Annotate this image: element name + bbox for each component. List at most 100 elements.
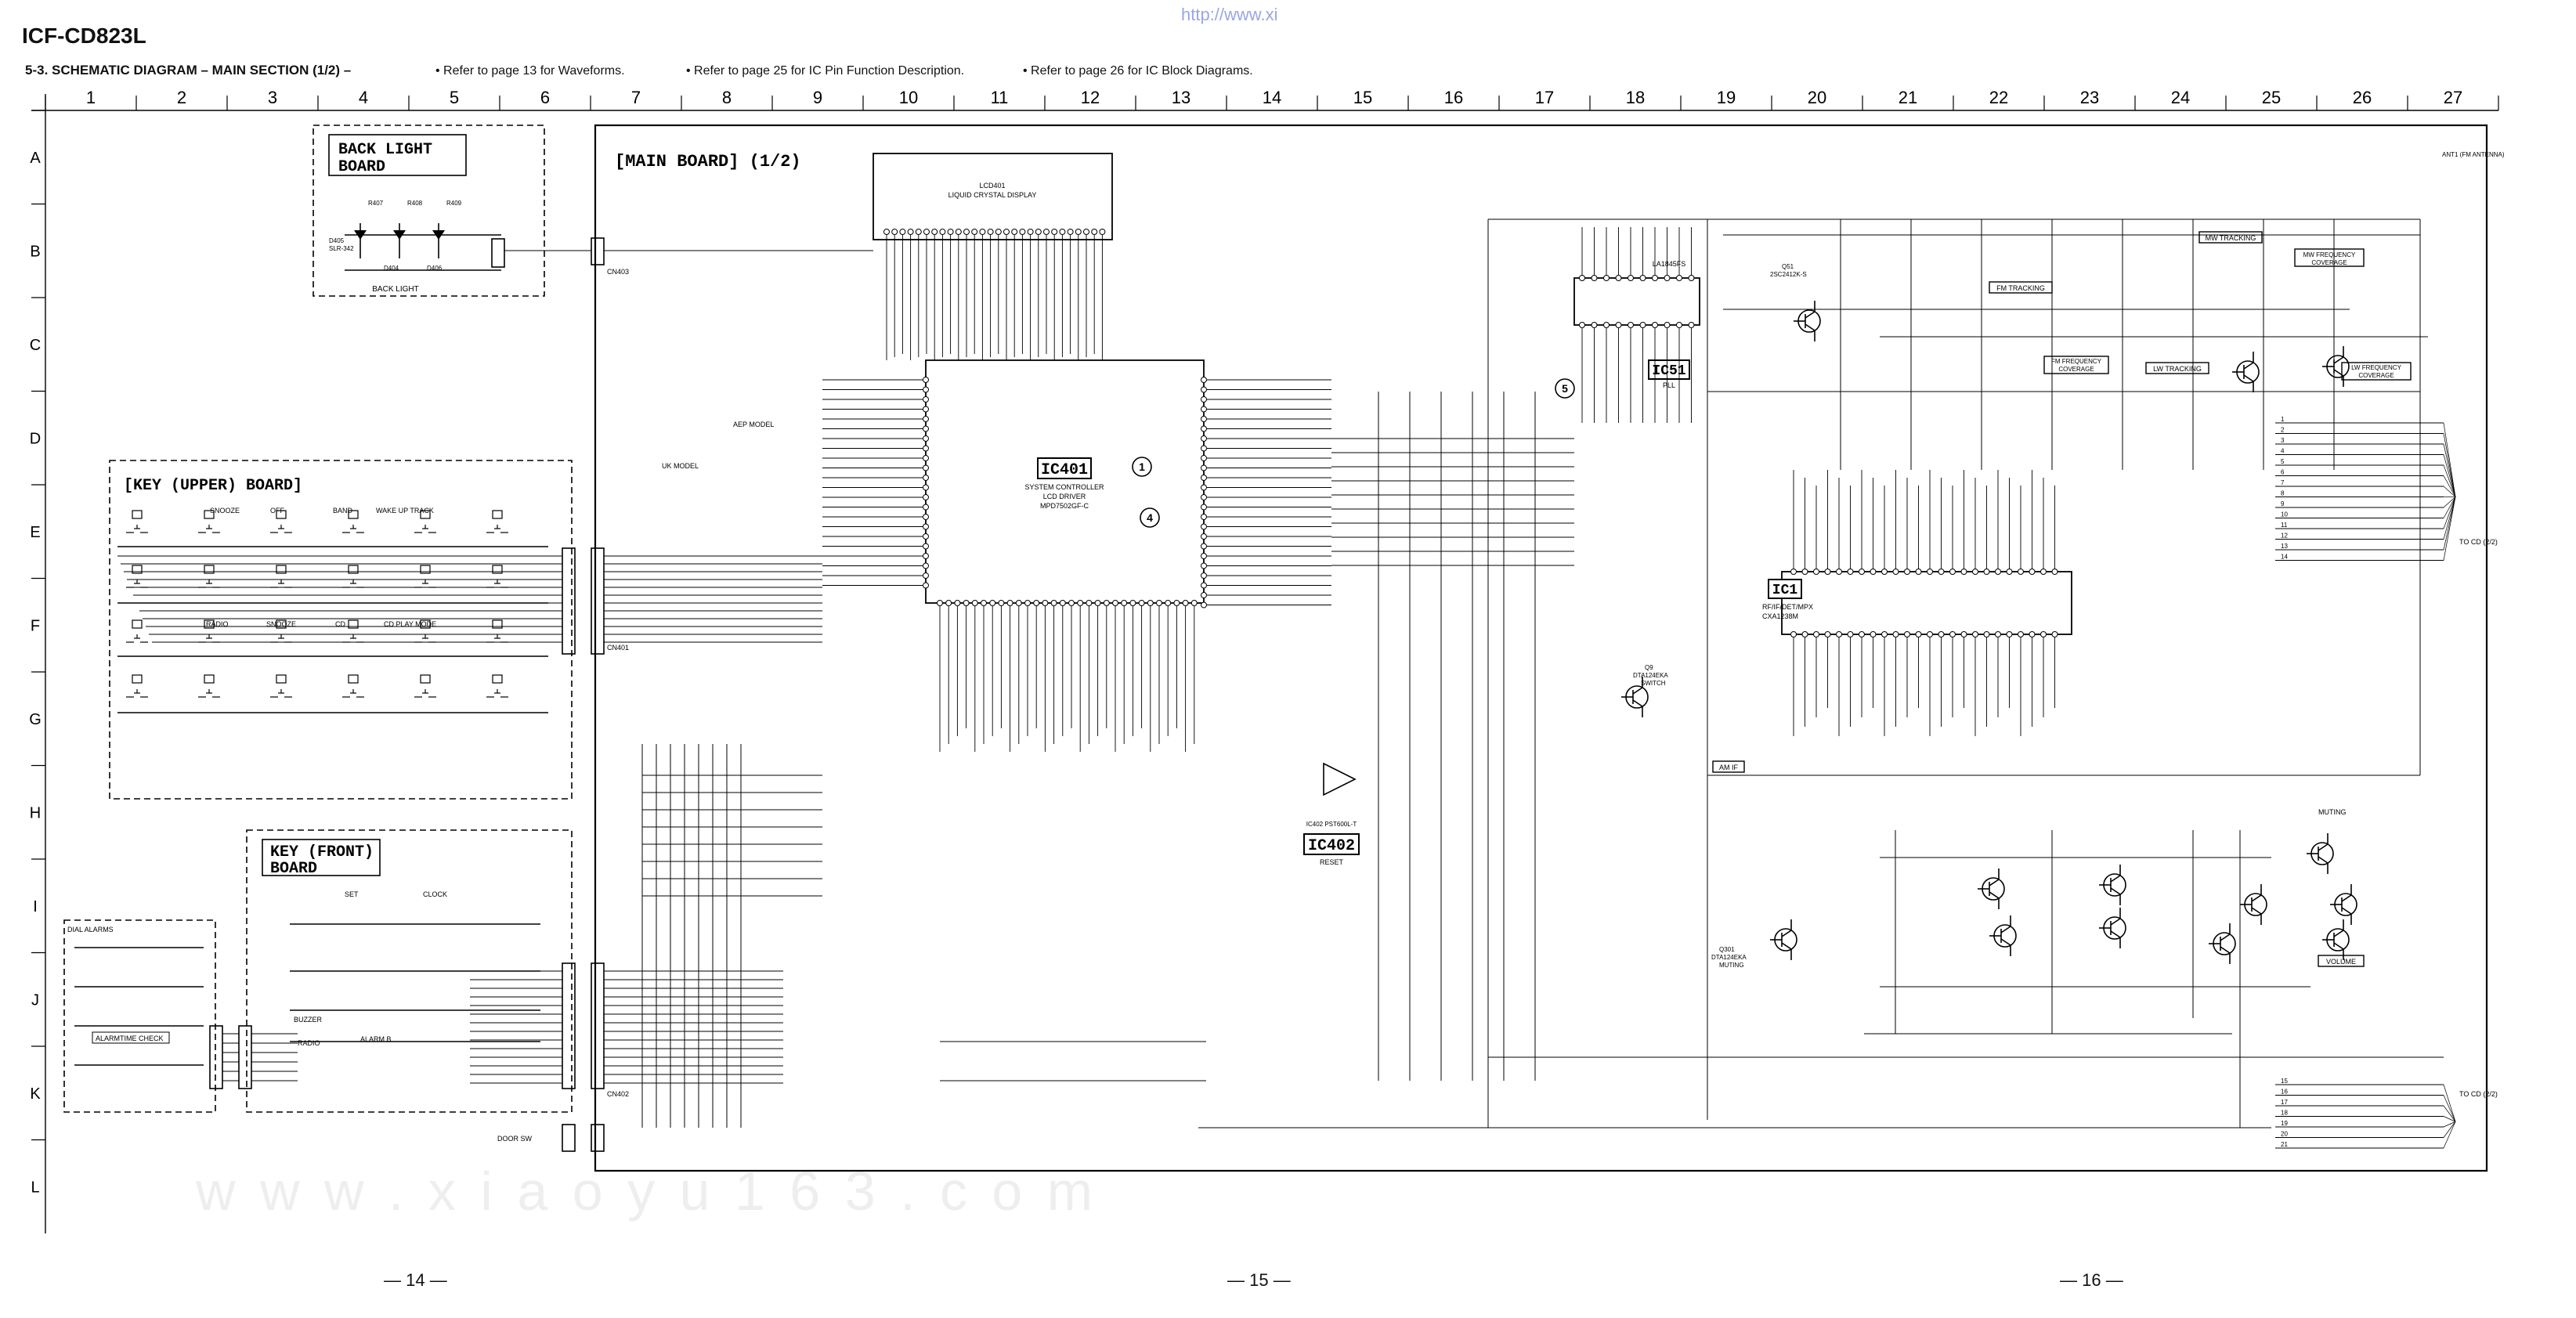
svg-text:10: 10 [2281, 511, 2288, 518]
grid-col-label: 2 [177, 88, 186, 107]
svg-text:5: 5 [2281, 458, 2285, 465]
grid-col-label: 9 [813, 88, 822, 107]
svg-text:20: 20 [2281, 1131, 2288, 1138]
svg-text:12: 12 [2281, 533, 2288, 540]
svg-text:BOARD: BOARD [338, 158, 385, 176]
svg-text:R409: R409 [446, 200, 462, 207]
grid-col-label: 13 [1172, 88, 1190, 107]
svg-text:14: 14 [2281, 554, 2288, 561]
grid-col-label: 12 [1081, 88, 1100, 107]
svg-text:Q9: Q9 [1645, 664, 1653, 671]
backlight-leds [354, 230, 445, 240]
svg-text:Q301: Q301 [1719, 946, 1735, 953]
svg-text:TO CD (2/2): TO CD (2/2) [2459, 538, 2498, 546]
grid-col-label: 8 [722, 88, 732, 107]
grid-row-label: J [31, 991, 39, 1009]
note-waveforms: • Refer to page 13 for Waveforms. [435, 64, 625, 78]
svg-text:PLL: PLL [1663, 381, 1675, 389]
svg-text:OFF: OFF [270, 507, 284, 515]
key-upper-title: [KEY (UPPER) BOARD] [124, 477, 302, 495]
grid-col-label: 1 [86, 88, 96, 107]
svg-text:MPD7502GF-C: MPD7502GF-C [1040, 502, 1089, 510]
svg-text:FM TRACKING: FM TRACKING [1996, 284, 2045, 292]
grid-col-label: 7 [631, 88, 641, 107]
grid-row-label: K [30, 1085, 41, 1103]
svg-text:IC402 PST600L-T: IC402 PST600L-T [1306, 821, 1357, 828]
source-url[interactable]: http://www.xi [1181, 5, 1278, 24]
svg-text:CLOCK: CLOCK [423, 890, 447, 898]
back-light-footer: BACK LIGHT [372, 285, 418, 294]
svg-text:CD: CD [335, 620, 345, 628]
dial-alarm-block [63, 919, 216, 1113]
svg-text:TO CD (2/2): TO CD (2/2) [2459, 1090, 2498, 1098]
ic51 [1573, 277, 1700, 380]
svg-text:21: 21 [2281, 1141, 2288, 1148]
svg-text:IC51: IC51 [1652, 363, 1685, 379]
grid-col-label: 6 [540, 88, 550, 107]
grid-col-label: 21 [1899, 88, 1917, 107]
svg-text:2: 2 [2281, 427, 2285, 434]
ic402 [1303, 762, 1360, 855]
svg-text:ALARM B: ALARM B [360, 1035, 392, 1043]
svg-text:IC1: IC1 [1772, 583, 1798, 598]
svg-text:FM FREQUENCY: FM FREQUENCY [2051, 358, 2102, 365]
grid-row-label: F [31, 617, 40, 634]
svg-text:IC402: IC402 [1308, 837, 1355, 855]
svg-text:SLR-342: SLR-342 [329, 245, 354, 252]
note-ic-block: • Refer to page 26 for IC Block Diagrams… [1023, 64, 1253, 78]
page-15: — 15 — [1227, 1270, 1291, 1290]
svg-text:RADIO: RADIO [206, 620, 229, 628]
grid-row-label: H [30, 804, 41, 821]
ic1 [1768, 571, 2072, 635]
svg-text:SYSTEM CONTROLLER: SYSTEM CONTROLLER [1024, 483, 1104, 491]
svg-text:KEY (FRONT): KEY (FRONT) [270, 843, 374, 861]
svg-text:LCD401: LCD401 [979, 182, 1005, 190]
svg-text:BUZZER: BUZZER [294, 1016, 323, 1024]
ic401-ref: IC401 [1041, 461, 1088, 479]
svg-text:CN403: CN403 [607, 268, 629, 276]
svg-text:13: 13 [2281, 543, 2288, 550]
lcd401 [873, 153, 1113, 240]
svg-text:MW FREQUENCY: MW FREQUENCY [2303, 251, 2356, 258]
svg-text:4: 4 [2281, 448, 2285, 455]
note-ic-pin: • Refer to page 25 for IC Pin Function D… [686, 64, 965, 78]
svg-text:COVERAGE: COVERAGE [2358, 372, 2394, 379]
grid-col-label: 15 [1353, 88, 1372, 107]
svg-text:LA1845FS: LA1845FS [1653, 260, 1686, 268]
svg-text:COVERAGE: COVERAGE [2311, 259, 2347, 266]
grid-row-label: E [30, 524, 40, 541]
back-light-board [313, 125, 545, 297]
grid-row-label: B [30, 243, 40, 260]
svg-text:1: 1 [2281, 416, 2285, 423]
svg-text:SNOOZE: SNOOZE [266, 620, 296, 628]
main-board-title: [MAIN BOARD] (1/2) [615, 152, 801, 172]
svg-text:BAND: BAND [333, 507, 353, 515]
svg-text:SWITCH: SWITCH [1641, 680, 1666, 687]
svg-text:DOOR SW: DOOR SW [497, 1135, 533, 1143]
page-16: — 16 — [2060, 1270, 2123, 1290]
svg-text:Q51: Q51 [1782, 263, 1794, 270]
svg-text:16: 16 [2281, 1089, 2288, 1096]
grid-col-label: 24 [2171, 88, 2190, 107]
grid-col-label: 25 [2262, 88, 2281, 107]
svg-text:VOLUME: VOLUME [2326, 958, 2356, 966]
grid-col-label: 20 [1808, 88, 1826, 107]
rf-section [1712, 231, 2412, 967]
svg-text:AM IF: AM IF [1719, 764, 1739, 771]
svg-text:R407: R407 [368, 200, 384, 207]
ic401 [925, 359, 1205, 604]
main-board-frame [594, 124, 2488, 1172]
svg-text:17: 17 [2281, 1099, 2288, 1106]
svg-text:LCD DRIVER: LCD DRIVER [1043, 493, 1086, 500]
svg-text:CN401: CN401 [607, 644, 629, 652]
grid-col-label: 10 [899, 88, 918, 107]
svg-text:RADIO: RADIO [298, 1039, 320, 1047]
svg-text:BOARD: BOARD [270, 860, 317, 878]
svg-text:CXA1238M: CXA1238M [1762, 612, 1798, 620]
grid-row-label: A [30, 150, 41, 167]
grid-col-label: 4 [359, 88, 368, 107]
svg-text:7: 7 [2281, 479, 2285, 486]
svg-text:WAKE UP TRACK: WAKE UP TRACK [376, 507, 434, 515]
svg-text:DTA124EKA: DTA124EKA [1633, 672, 1668, 679]
